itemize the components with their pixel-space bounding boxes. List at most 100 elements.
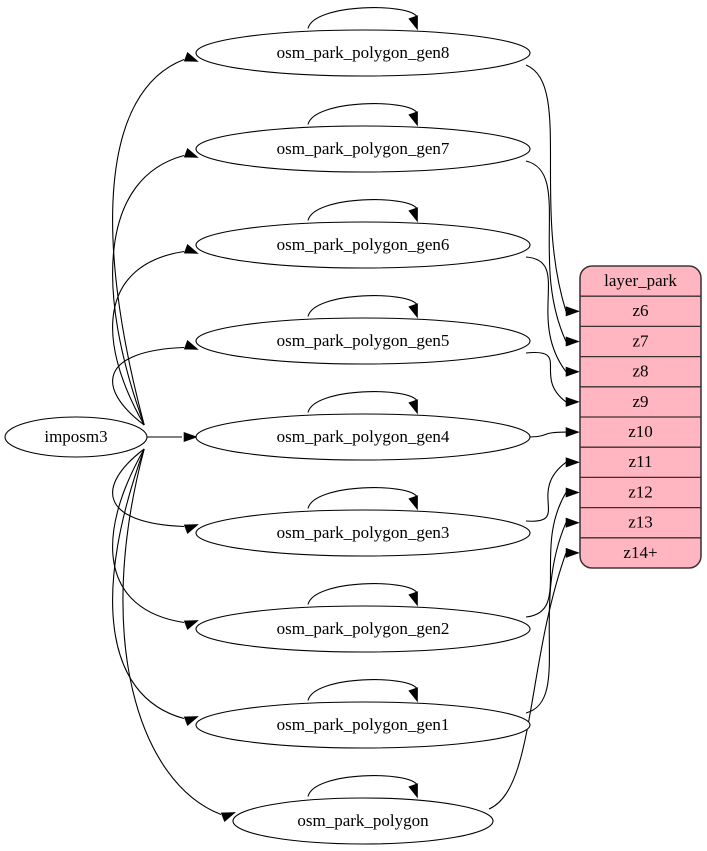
edge-imposm3-to-osm_park_polygon_gen8 xyxy=(112,58,185,426)
node-osm_park_polygon_gen2-label: osm_park_polygon_gen2 xyxy=(277,619,450,638)
node-osm_park_polygon_gen6-shape[interactable] xyxy=(195,221,531,269)
edge-selfloop-osm_park_polygon xyxy=(307,775,418,797)
edge-selfloop-osm_park_polygon_gen7 xyxy=(307,103,418,125)
edge-osm_park_polygon_gen1-to-z13 xyxy=(525,522,567,714)
edge-imposm3-to-osm_park_polygon_gen7 xyxy=(112,154,185,426)
arrowhead-selfloop-osm_park_polygon_gen1 xyxy=(408,687,418,703)
node-osm_park_polygon_gen6[interactable]: osm_park_polygon_gen6 xyxy=(195,221,531,269)
node-osm_park_polygon_gen1[interactable]: osm_park_polygon_gen1 xyxy=(195,701,531,749)
edge-selfloop-osm_park_polygon_gen8 xyxy=(307,7,418,29)
arrowhead-imposm3-to-osm_park_polygon_gen4 xyxy=(183,431,198,443)
node-osm_park_polygon-shape[interactable] xyxy=(232,797,494,845)
node-osm_park_polygon_gen7[interactable]: osm_park_polygon_gen7 xyxy=(195,125,531,173)
table-cell-label-z14+: z14+ xyxy=(623,543,657,562)
table-cell-label-z11: z11 xyxy=(629,452,653,471)
node-osm_park_polygon_gen1-shape[interactable] xyxy=(195,701,531,749)
arrowhead-osm_park_polygon_gen8-to-z6 xyxy=(565,306,580,317)
node-osm_park_polygon_gen7-label: osm_park_polygon_gen7 xyxy=(277,139,450,158)
arrowhead-imposm3-to-osm_park_polygon_gen7 xyxy=(183,148,199,158)
table-header-label: layer_park xyxy=(604,271,677,290)
node-osm_park_polygon_gen6-label: osm_park_polygon_gen6 xyxy=(277,235,450,254)
table-cell-label-z6: z6 xyxy=(632,301,648,320)
table-row[interactable]: z8 xyxy=(580,362,701,388)
node-osm_park_polygon_gen8-shape[interactable] xyxy=(195,29,531,77)
edge-imposm3-to-osm_park_polygon_gen3 xyxy=(112,448,185,528)
edge-osm_park_polygon_gen6-to-z8 xyxy=(525,256,567,373)
arrowhead-imposm3-to-osm_park_polygon xyxy=(220,812,236,822)
node-osm_park_polygon_gen4-label: osm_park_polygon_gen4 xyxy=(277,427,450,446)
table-cell-label-z8: z8 xyxy=(632,362,648,381)
node-imposm3-shape[interactable] xyxy=(4,416,148,458)
arrowhead-selfloop-osm_park_polygon_gen8 xyxy=(408,15,418,31)
arrowhead-selfloop-osm_park_polygon_gen6 xyxy=(408,207,418,223)
edge-osm_park_polygon-to-z14+ xyxy=(488,552,567,810)
node-osm_park_polygon_gen8-label: osm_park_polygon_gen8 xyxy=(277,43,450,62)
arrowhead-osm_park_polygon_gen7-to-z7 xyxy=(565,336,580,347)
node-osm_park_polygon_gen2-shape[interactable] xyxy=(195,605,531,653)
arrowhead-osm_park_polygon-to-z14+ xyxy=(565,547,580,558)
arrowhead-selfloop-osm_park_polygon_gen2 xyxy=(408,591,418,607)
arrowhead-imposm3-to-osm_park_polygon_gen1 xyxy=(183,716,199,726)
node-osm_park_polygon_gen8[interactable]: osm_park_polygon_gen8 xyxy=(195,29,531,77)
table-cell-label-z10: z10 xyxy=(628,422,653,441)
edge-selfloop-osm_park_polygon_gen1 xyxy=(307,679,418,701)
edge-selfloop-osm_park_polygon_gen2 xyxy=(307,583,418,605)
edge-osm_park_polygon_gen4-to-z10 xyxy=(525,431,567,438)
arrowhead-osm_park_polygon_gen2-to-z12 xyxy=(565,487,580,498)
arrowhead-osm_park_polygon_gen6-to-z8 xyxy=(565,366,580,377)
node-osm_park_polygon_gen4-shape[interactable] xyxy=(195,413,531,461)
table-row[interactable]: z11 xyxy=(580,452,701,479)
node-osm_park_polygon_gen2[interactable]: osm_park_polygon_gen2 xyxy=(195,605,531,653)
table-cell-label-z12: z12 xyxy=(628,482,653,501)
edge-selfloop-osm_park_polygon_gen4 xyxy=(307,391,418,413)
table-header-row[interactable]: layer_park xyxy=(580,271,701,297)
nodes-layer: imposm3 osm_park_polygon_gen8 osm_park_pol… xyxy=(4,29,531,845)
layer-park-table: layer_park z6 z7 z8 z9 z10 z11 z12 z13 z14+ xyxy=(579,265,702,569)
node-osm_park_polygon_gen7-shape[interactable] xyxy=(195,125,531,173)
edges-layer xyxy=(112,7,580,822)
table-row[interactable]: z7 xyxy=(580,331,701,358)
table-row[interactable]: z14+ xyxy=(623,543,657,562)
arrowhead-selfloop-osm_park_polygon_gen5 xyxy=(408,303,418,319)
edge-selfloop-osm_park_polygon_gen6 xyxy=(307,199,418,221)
arrowhead-osm_park_polygon_gen5-to-z9 xyxy=(565,396,580,407)
edge-osm_park_polygon_gen3-to-z11 xyxy=(525,461,567,522)
node-osm_park_polygon_gen3-shape[interactable] xyxy=(195,509,531,557)
table-cell-label-z13: z13 xyxy=(628,513,653,532)
arrowhead-selfloop-osm_park_polygon_gen7 xyxy=(408,111,418,127)
node-osm_park_polygon-label: osm_park_polygon xyxy=(297,811,429,830)
arrowhead-selfloop-osm_park_polygon xyxy=(408,783,418,799)
arrowhead-osm_park_polygon_gen4-to-z10 xyxy=(565,427,580,438)
layer-park-border xyxy=(579,265,702,569)
table-row[interactable]: z12 xyxy=(580,482,701,509)
node-osm_park_polygon_gen1-label: osm_park_polygon_gen1 xyxy=(277,715,450,734)
node-osm_park_polygon_gen4[interactable]: osm_park_polygon_gen4 xyxy=(195,413,531,461)
node-osm_park_polygon_gen3[interactable]: osm_park_polygon_gen3 xyxy=(195,509,531,557)
table-cell-label-z7: z7 xyxy=(632,331,649,350)
node-osm_park_polygon[interactable]: osm_park_polygon xyxy=(232,797,494,845)
table-row[interactable]: z13 xyxy=(580,513,701,539)
node-imposm3[interactable]: imposm3 xyxy=(4,416,148,458)
arrowhead-selfloop-osm_park_polygon_gen4 xyxy=(408,399,418,415)
arrowhead-imposm3-to-osm_park_polygon_gen3 xyxy=(183,524,199,534)
edge-osm_park_polygon_gen8-to-z6 xyxy=(525,64,567,312)
arrowhead-osm_park_polygon_gen1-to-z13 xyxy=(565,517,580,528)
edge-imposm3-to-osm_park_polygon_gen1 xyxy=(112,448,185,720)
edge-imposm3-to-osm_park_polygon_gen6 xyxy=(112,250,185,426)
node-imposm3-label: imposm3 xyxy=(44,427,107,446)
arrowhead-selfloop-osm_park_polygon_gen3 xyxy=(408,495,418,511)
edge-selfloop-osm_park_polygon_gen5 xyxy=(307,295,418,317)
table-row[interactable]: z6 xyxy=(580,301,701,328)
arrowhead-imposm3-to-osm_park_polygon_gen6 xyxy=(183,244,199,254)
arrowhead-osm_park_polygon_gen3-to-z11 xyxy=(565,457,580,468)
table-row[interactable]: z9 xyxy=(580,392,701,418)
table-row[interactable]: z10 xyxy=(580,422,701,448)
edge-osm_park_polygon_gen5-to-z9 xyxy=(525,351,567,403)
node-osm_park_polygon_gen5-shape[interactable] xyxy=(195,317,531,365)
table-cell-label-z9: z9 xyxy=(632,392,648,411)
node-osm_park_polygon_gen5-label: osm_park_polygon_gen5 xyxy=(277,331,450,350)
edge-imposm3-to-osm_park_polygon_gen5 xyxy=(112,346,185,426)
node-osm_park_polygon_gen5[interactable]: osm_park_polygon_gen5 xyxy=(195,317,531,365)
